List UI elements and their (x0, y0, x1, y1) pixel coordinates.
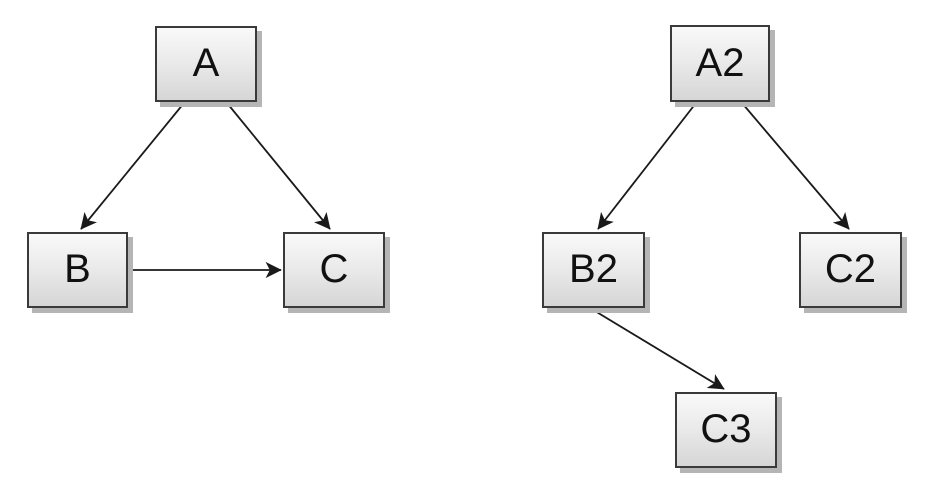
node-label-C: C (319, 247, 349, 291)
edge-A-B (80, 102, 185, 230)
node-C3[interactable]: C3 (675, 392, 777, 468)
node-label-A2: A2 (695, 40, 745, 85)
node-A2[interactable]: A2 (670, 25, 770, 102)
node-B[interactable]: B (27, 232, 128, 308)
node-C2[interactable]: C2 (799, 232, 902, 308)
edge-A-C (226, 102, 331, 230)
edge-group (80, 102, 850, 390)
node-label-C3: C3 (700, 407, 752, 451)
node-label-C2: C2 (824, 247, 877, 291)
node-C[interactable]: C (283, 232, 385, 308)
node-label-B2: B2 (569, 247, 618, 291)
node-label-B: B (64, 247, 91, 291)
node-A[interactable]: A (155, 26, 257, 102)
node-label-A: A (192, 41, 220, 85)
edge-A2-C2 (741, 102, 850, 230)
edge-A2-B2 (597, 102, 697, 230)
node-B2[interactable]: B2 (542, 232, 645, 308)
edge-B2-C3 (589, 307, 725, 390)
